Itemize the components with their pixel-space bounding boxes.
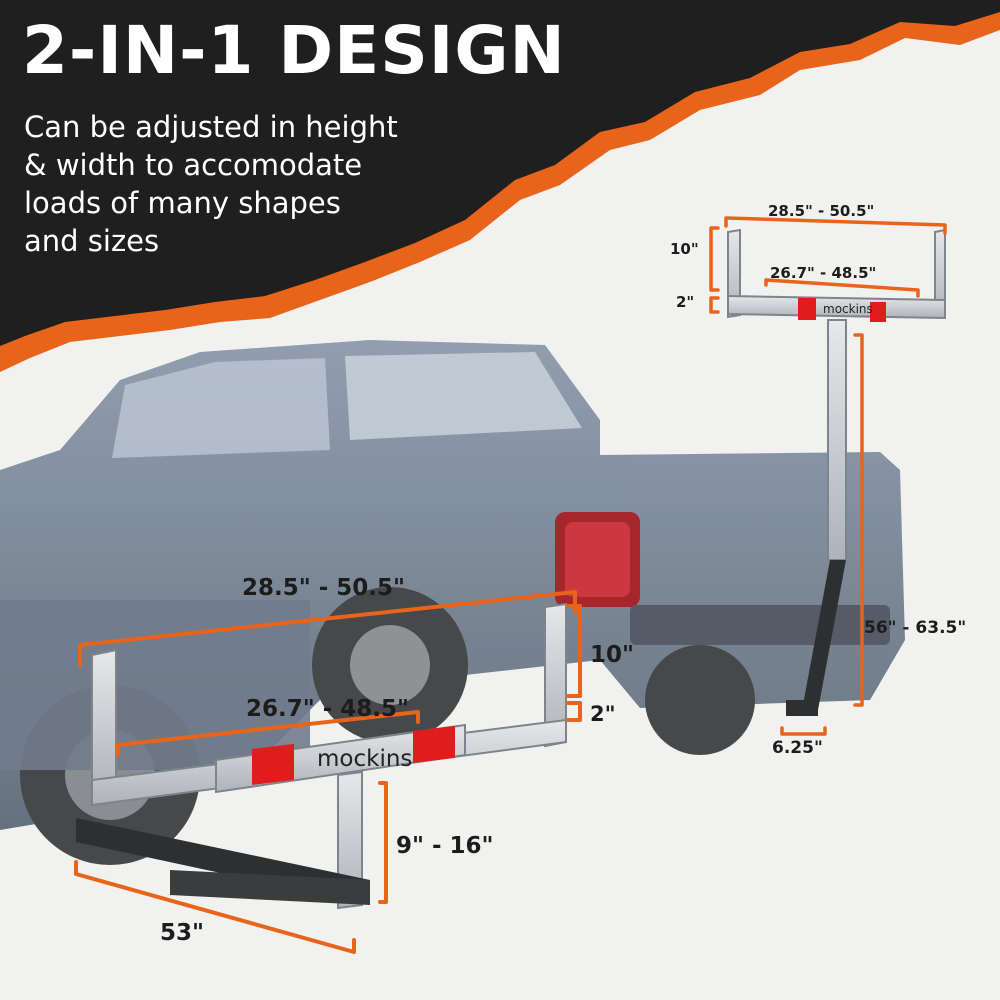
dark-header-banner (0, 0, 1000, 346)
small-post-height-label: 56" - 63.5" (864, 618, 967, 638)
feature-line: and sizes (24, 224, 160, 258)
feature-description: Can be adjusted in height & width to acc… (24, 108, 404, 260)
feature-line: loads of many shapes (24, 186, 341, 220)
feature-line: & width to accomodate (24, 148, 363, 182)
large-base-length-label: 53" (160, 920, 204, 946)
large-rack (76, 602, 567, 910)
large-post-height-label: 9" - 16" (396, 833, 494, 859)
brand-logo-small: mockins (823, 302, 873, 316)
large-top-width-label: 28.5" - 50.5" (242, 575, 406, 601)
small-rack-dimension-lines (709, 216, 947, 736)
large-rack-dimension-lines (74, 590, 582, 954)
small-rack (727, 228, 946, 716)
headline: 2-IN-1 DESIGN (22, 12, 566, 89)
large-crossbar-width-label: 26.7" - 48.5" (246, 696, 410, 722)
small-upright-height-label: 10" (670, 240, 699, 258)
large-upright-height-label: 10" (590, 642, 634, 668)
small-bar-offset-label: 2" (676, 293, 695, 311)
brand-logo-large: mockins (317, 746, 413, 772)
pickup-truck (0, 340, 905, 865)
feature-line: Can be adjusted in height (24, 110, 398, 144)
small-crossbar-width-label: 26.7" - 48.5" (770, 264, 877, 282)
large-bar-offset-label: 2" (590, 702, 616, 726)
small-top-width-label: 28.5" - 50.5" (768, 202, 875, 220)
small-base-width-label: 6.25" (772, 738, 823, 758)
